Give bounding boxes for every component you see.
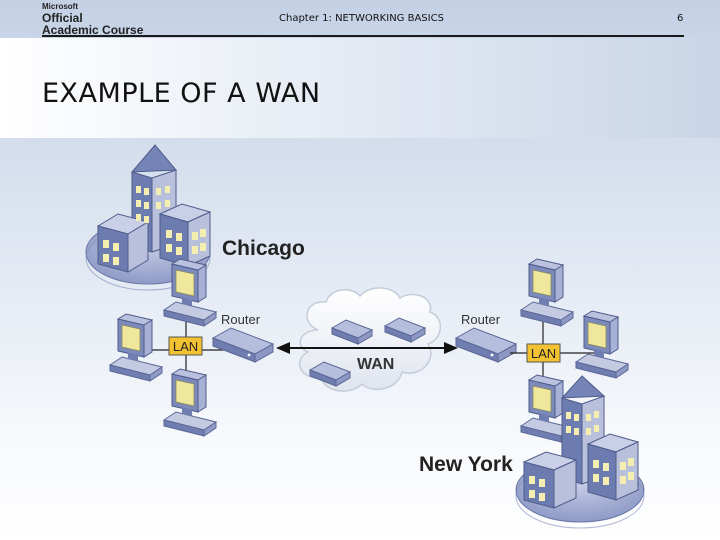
chicago-computer-top: [163, 258, 217, 327]
newyork-lan-box: [526, 343, 561, 363]
chapter-label: Chapter 1: NETWORKING BASICS: [279, 13, 444, 24]
newyork-router-label: Router: [461, 312, 501, 327]
header-rule: [42, 35, 684, 37]
title-band: [0, 38, 720, 138]
chicago-lan-box: [168, 336, 203, 356]
brand-official: Official: [42, 11, 83, 25]
site-label-chicago: Chicago: [222, 237, 305, 260]
newyork-router: [455, 327, 517, 363]
chicago-site: [85, 144, 212, 291]
chicago-router: [212, 327, 274, 363]
wan-cloud: [298, 287, 441, 392]
brand-logo: Microsoft Official Academic Course: [42, 2, 144, 37]
site-label-newyork: New York: [419, 453, 513, 476]
newyork-computer-top: [520, 258, 574, 327]
chicago-lan-label: LAN: [173, 339, 198, 354]
brand-microsoft: Microsoft: [42, 2, 78, 11]
brand-academic-course: Academic Course: [42, 23, 144, 37]
wan-label: WAN: [357, 356, 394, 373]
chicago-computer-bottom: [163, 368, 217, 437]
wan-link: [276, 342, 458, 354]
chicago-computer-left: [109, 313, 163, 382]
page-number: 6: [677, 13, 684, 24]
newyork-lan-label: LAN: [531, 346, 556, 361]
newyork-computer-right: [575, 310, 629, 379]
slide-title: EXAMPLE OF A WAN: [42, 78, 321, 109]
chicago-router-label: Router: [221, 312, 261, 327]
newyork-site: [515, 375, 645, 529]
